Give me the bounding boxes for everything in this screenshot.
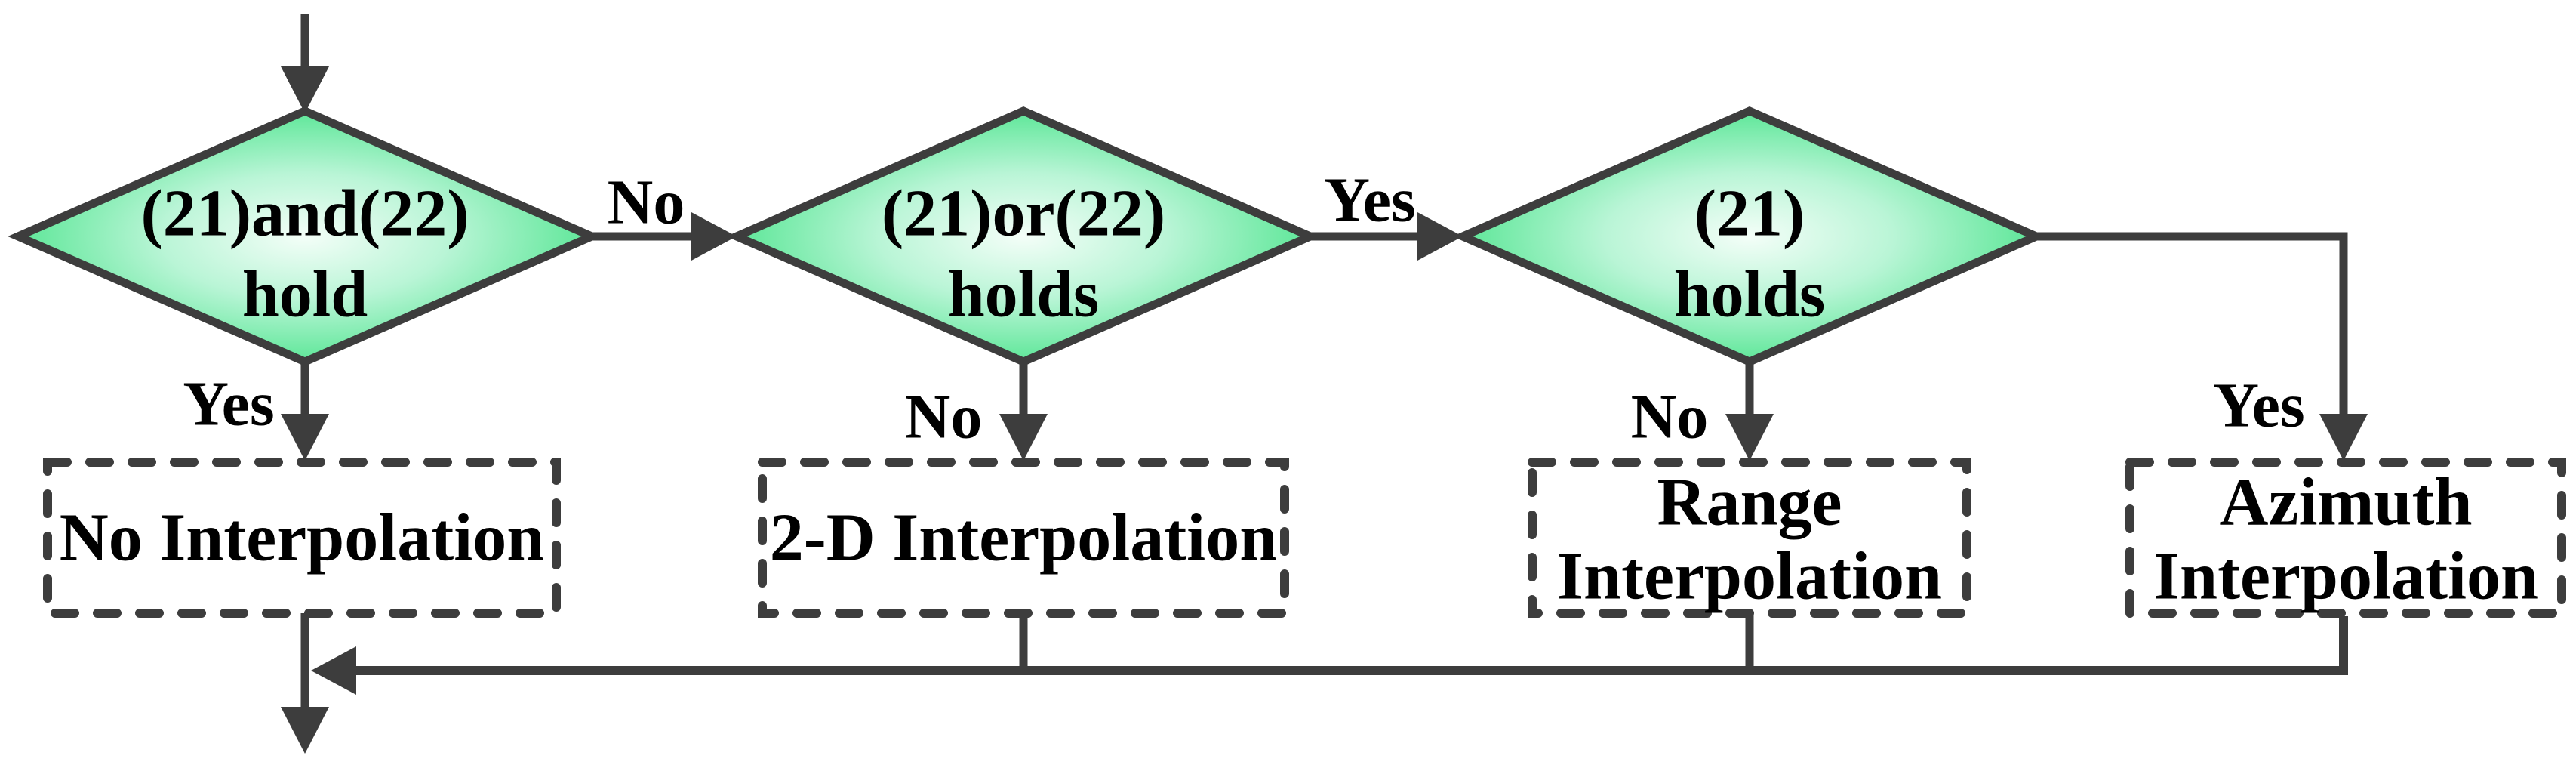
- decision-3-line1: (21): [1694, 177, 1805, 251]
- d2-no-label: No: [905, 382, 983, 452]
- d3-to-box3-arrowhead-icon: [1725, 414, 1774, 461]
- merge-horizontal-line: [356, 616, 2348, 675]
- d1-to-d2-arrowhead-icon: [691, 212, 737, 261]
- d3-yes-label: Yes: [2213, 371, 2304, 441]
- d1-no-label: No: [608, 168, 685, 238]
- box4-label-line2: Interpolation: [2153, 539, 2538, 614]
- d3-to-box4-line: [2036, 232, 2348, 417]
- decision-1-line1: (21)and(22): [140, 177, 469, 251]
- result-box-range-interpolation: [1528, 458, 1971, 618]
- result-box-azimuth-interpolation: [2125, 458, 2566, 618]
- decision-3-line2: holds: [1674, 258, 1826, 332]
- box3-label-line1: Range: [1657, 465, 1842, 540]
- decision-2-line1: (21)or(22): [882, 177, 1165, 251]
- merge-arrowhead-icon: [311, 646, 356, 695]
- d1-yes-label: Yes: [183, 369, 274, 440]
- result-box-no-interpolation: [43, 458, 561, 618]
- d2-to-d3-arrowhead-icon: [1417, 212, 1463, 261]
- d3-no-label: No: [1631, 382, 1709, 452]
- box1-label: No Interpolation: [60, 501, 545, 575]
- d2-yes-label: Yes: [1324, 165, 1415, 236]
- exit-arrowhead-icon: [281, 707, 329, 754]
- d2-to-box2-arrowhead-icon: [999, 414, 1048, 461]
- decision-1-line2: hold: [242, 258, 368, 332]
- d3-to-box4-arrowhead-icon: [2319, 414, 2368, 461]
- box3-label-line2: Interpolation: [1557, 539, 1942, 614]
- d1-to-box1-arrowhead-icon: [281, 414, 329, 461]
- entry-arrowhead-icon: [281, 66, 329, 113]
- box4-label-line1: Azimuth: [2220, 465, 2473, 540]
- box2-label: 2-D Interpolation: [770, 501, 1278, 575]
- decision-2-line2: holds: [948, 258, 1100, 332]
